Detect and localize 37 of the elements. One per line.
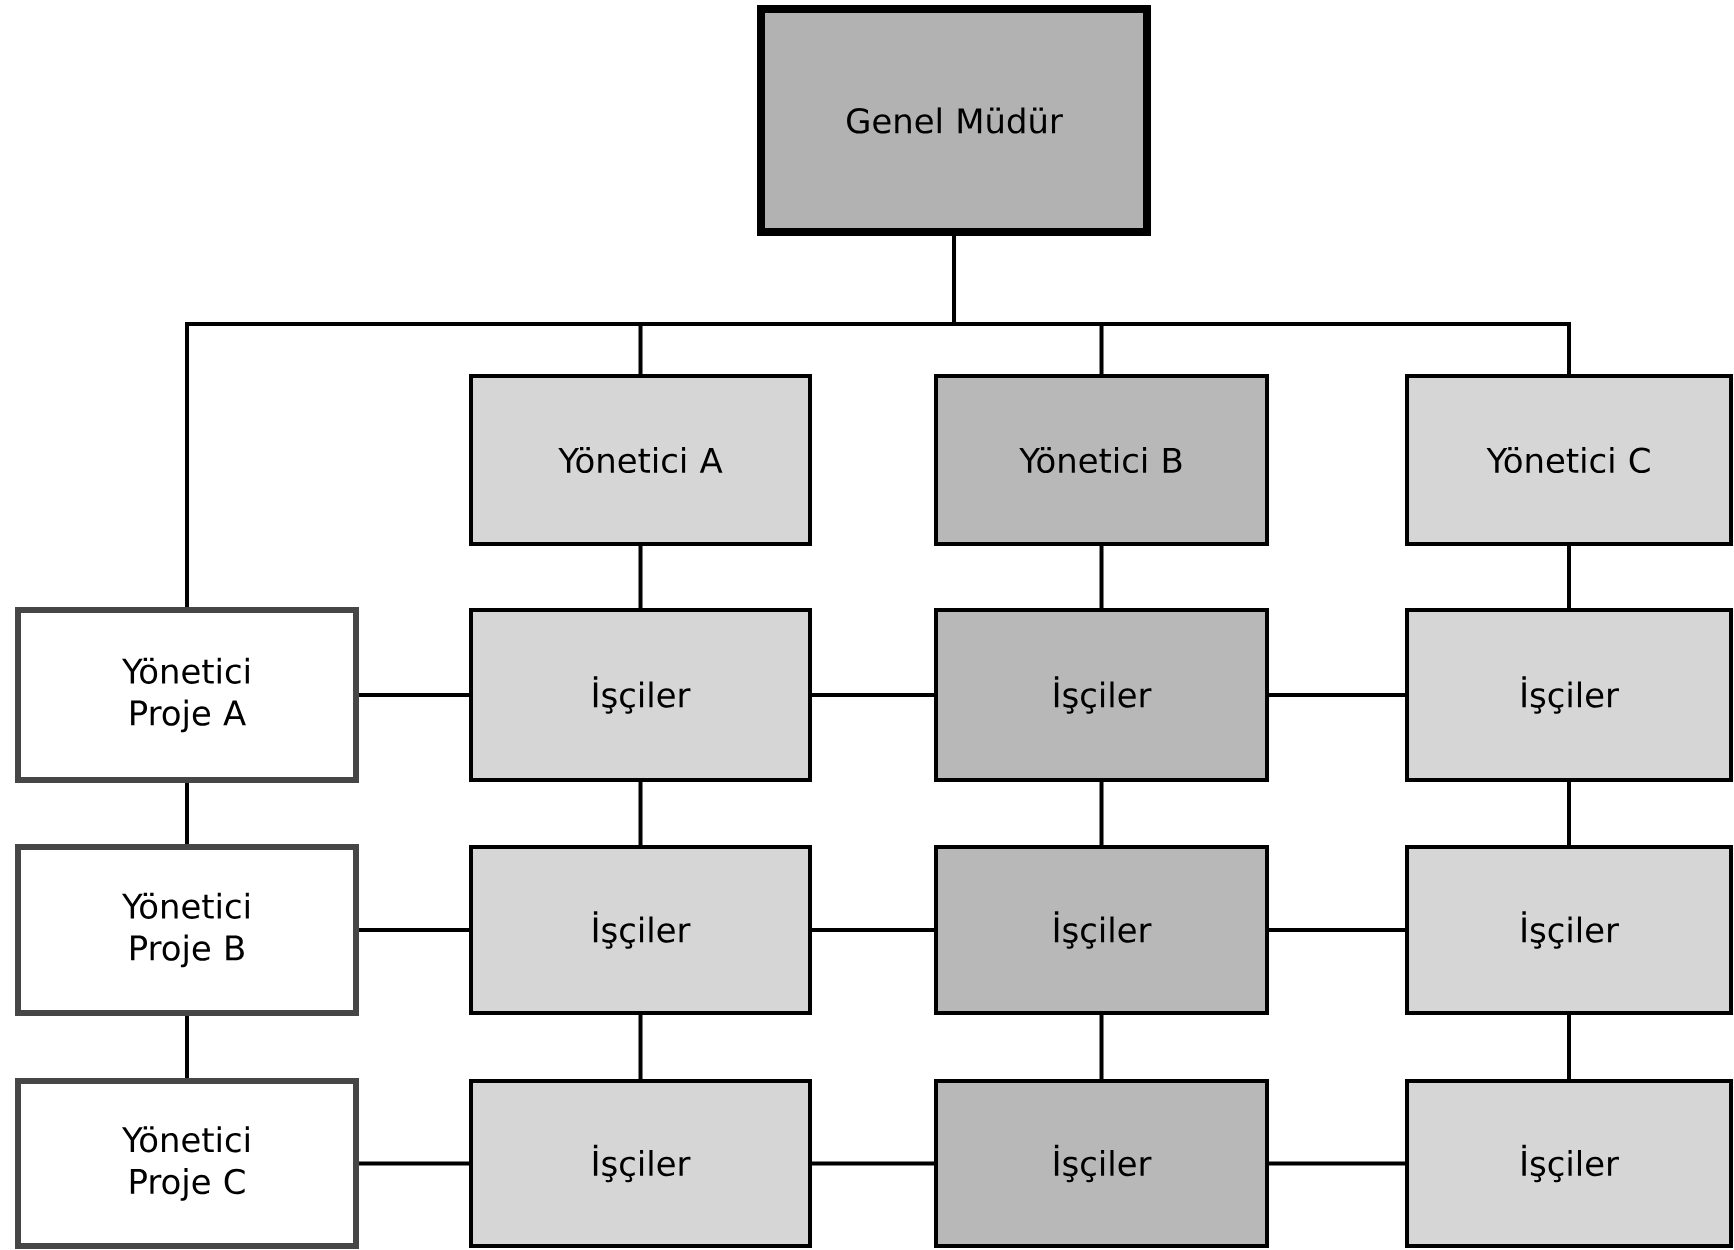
project-manager-box: Yönetici Proje C: [15, 1078, 359, 1249]
worker-box: İşçiler: [934, 608, 1269, 782]
connector-line: [1099, 782, 1104, 845]
manager-box: Yönetici A: [469, 374, 812, 546]
connector-line: [952, 236, 1571, 374]
connector-line: [359, 928, 469, 932]
manager-box: Yönetici C: [1405, 374, 1733, 546]
connector-line: [638, 782, 643, 845]
connector-line: [185, 1016, 189, 1078]
connector-line: [638, 546, 643, 608]
connector-line: [359, 1161, 469, 1166]
connector-line: [1269, 1161, 1405, 1166]
connector-line: [812, 693, 934, 697]
connector-line: [1269, 928, 1405, 932]
connector-line: [1567, 1015, 1571, 1079]
connector-line: [1099, 546, 1104, 608]
worker-box: İşçiler: [1405, 1079, 1733, 1248]
director-box: Genel Müdür: [757, 5, 1151, 236]
worker-box: İşçiler: [469, 608, 812, 782]
project-manager-box: Yönetici Proje A: [15, 607, 359, 783]
worker-box: İşçiler: [1405, 845, 1733, 1015]
connector-line: [1099, 1015, 1104, 1079]
project-manager-box: Yönetici Proje B: [15, 844, 359, 1016]
worker-box: İşçiler: [469, 1079, 812, 1248]
connector-line: [359, 693, 469, 697]
connector-line: [1269, 693, 1405, 697]
worker-box: İşçiler: [1405, 608, 1733, 782]
connector-line: [638, 1015, 643, 1079]
connector-line: [1567, 782, 1571, 845]
connector-line: [812, 928, 934, 932]
connector-line: [1567, 546, 1571, 608]
connector-line: [812, 1161, 934, 1166]
worker-box: İşçiler: [934, 1079, 1269, 1248]
manager-box: Yönetici B: [934, 374, 1269, 546]
worker-box: İşçiler: [469, 845, 812, 1015]
worker-box: İşçiler: [934, 845, 1269, 1015]
connector-line: [185, 783, 189, 844]
